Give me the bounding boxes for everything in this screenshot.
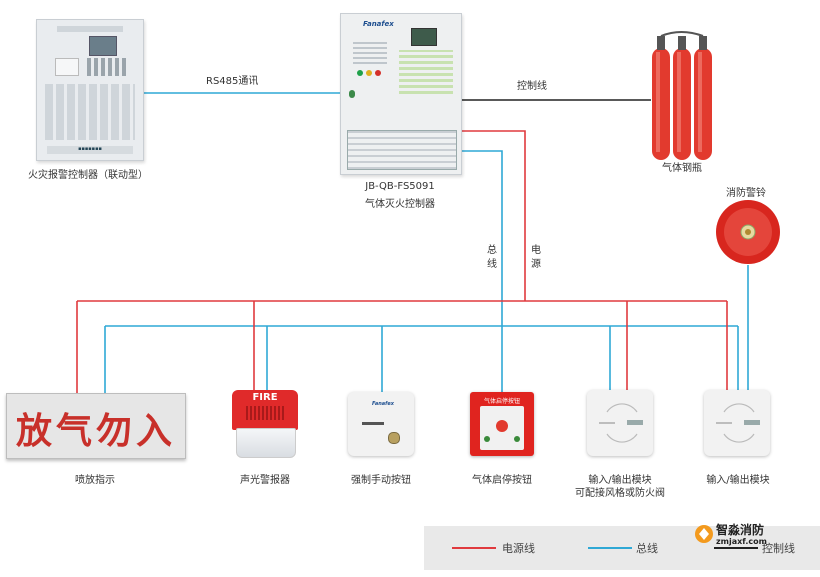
io-module-2 [704,390,770,456]
watermark-logo-icon [695,525,713,543]
legend-power-label: 电源线 [502,542,535,555]
rs485-label: RS485通讯 [206,76,259,87]
power-wire-trunk [460,130,526,301]
cylinder-3 [694,36,712,160]
brand-logo: Fanafex [363,20,394,28]
discharge-indicator: 放气勿入 [6,393,186,459]
manual-force-button: Fanafex [348,392,414,456]
legend-bus-label: 总线 [636,542,658,555]
strobe-sounder-label: 声光警报器 [240,475,290,486]
strobe-fire-text: FIRE [252,392,278,403]
bus-wire-trunk [460,150,503,326]
io-module-2-label: 输入/输出模块 [706,475,770,486]
abort-panel-text: 气体启停按钮 [483,398,520,405]
fire-alarm-control-panel: ▪▪▪▪▪▪▪ [36,19,144,161]
gas-cylinders-label: 气体钢瓶 [662,163,702,174]
legend-bus-swatch [588,547,632,549]
cylinder-1 [652,36,670,160]
discharge-indicator-label: 喷放指示 [75,475,115,486]
fire-alarm-control-panel-label: 火灾报警控制器（联动型） [28,170,148,181]
gas-abort-button-label: 气体启停按钮 [472,475,532,486]
alarm-bell-label: 消防警铃 [726,188,766,199]
gas-cylinders [652,31,712,160]
cylinder-2 [673,36,691,160]
gas-controller-model: JB-QB-FS5091 [365,181,435,192]
legend-control-label: 控制线 [762,542,795,555]
watermark-url: zmjaxf.com [716,537,767,546]
brand-logo-small: Fanafex [372,401,394,407]
io-module-1-label-line1: 输入/输出模块 [588,475,652,486]
gas-abort-button: 气体启停按钮 [470,392,534,456]
discharge-sign-text: 放气勿入 [15,410,176,452]
manual-force-button-label: 强制手动按钮 [351,475,411,486]
legend: 电源线 总线 控制线 [424,526,820,570]
watermark-name: 智淼消防 [716,523,765,537]
alarm-bell [716,200,780,264]
control-line-label-top: 控制线 [517,81,547,92]
io-module-1-label-line2: 可配接风格或防火阀 [575,488,665,499]
io-module-1 [587,390,653,456]
gas-extinguishing-controller: Fanafex [340,13,462,175]
power-vertical-label: 电源 [531,245,541,270]
strobe-sounder: FIRE [232,390,298,458]
watermark: 智淼消防 zmjaxf.com [694,520,788,550]
gas-controller-label: 气体灭火控制器 [365,199,435,210]
legend-power-swatch [452,547,496,549]
bus-vertical-label: 总线 [487,245,497,270]
legend-control-swatch [714,547,758,549]
